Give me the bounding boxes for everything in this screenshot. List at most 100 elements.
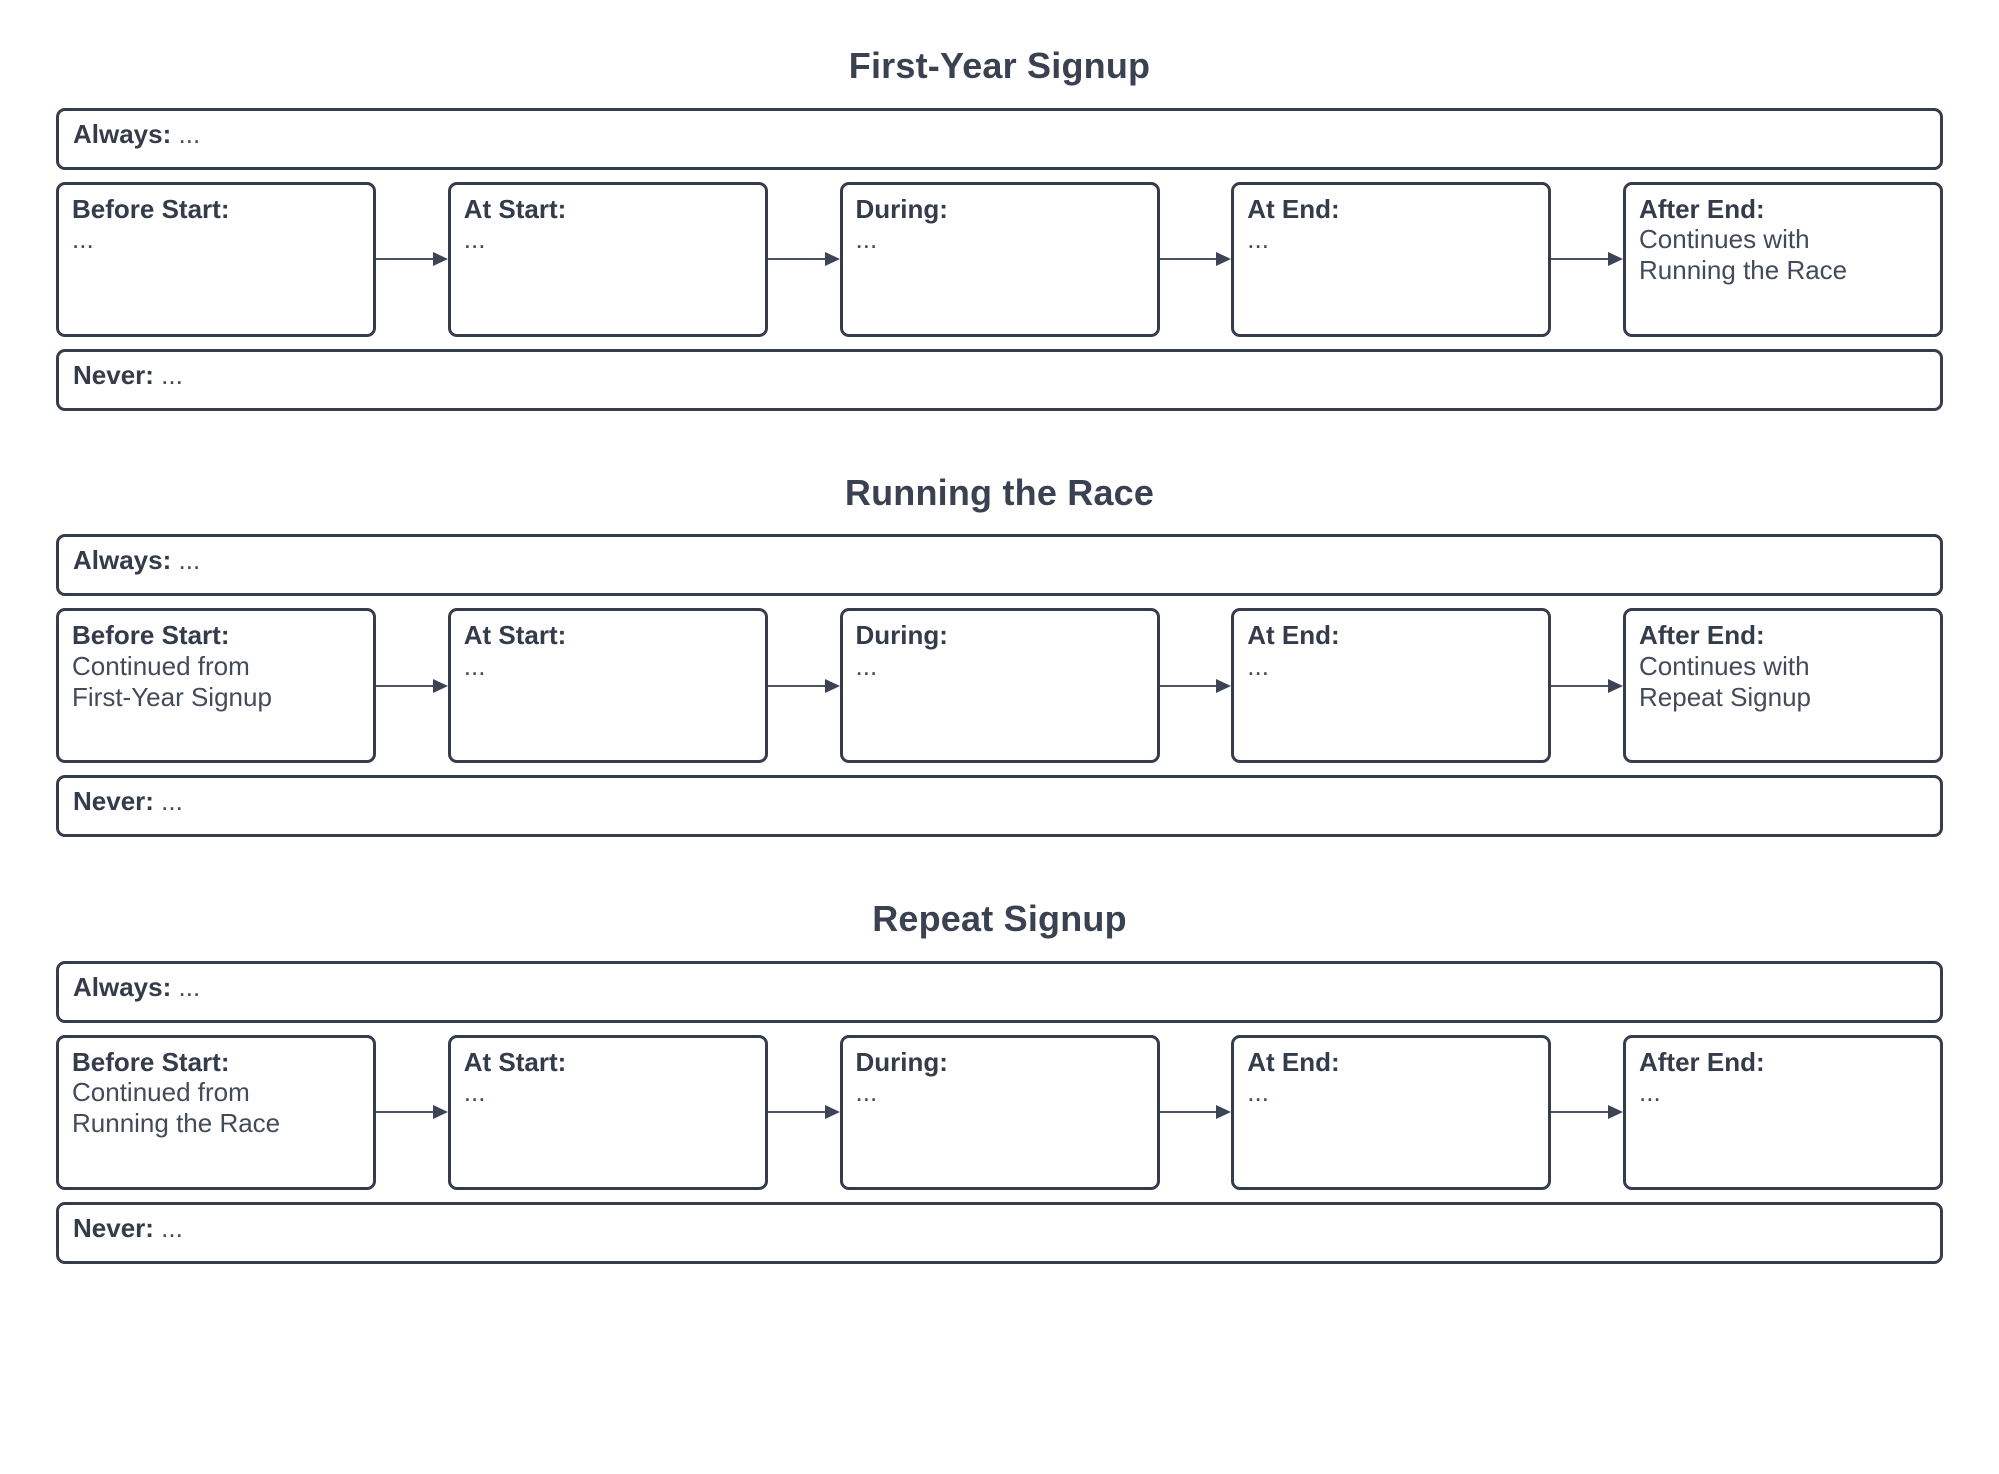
arrow-head (1216, 252, 1232, 267)
never-value: ... (161, 1212, 183, 1243)
stage-during[interactable]: During: ... (839, 1034, 1160, 1190)
arrow-head (1608, 252, 1623, 267)
stage-after-end[interactable]: After End: Continues with Running the Ra… (1623, 181, 1943, 337)
stage-value: ... (1247, 650, 1269, 681)
arrow-right-icon (376, 1105, 448, 1120)
stage-label: During: (855, 193, 948, 224)
always-label: Always: (73, 545, 172, 576)
stage-row: Before Start: ... At Start: ... During: … (56, 181, 1943, 337)
section-title: Repeat Signup (872, 898, 1127, 940)
arrow-shaft (376, 258, 439, 261)
stage-value: Continues with Repeat Signup (1639, 650, 1812, 712)
arrow-head (1216, 678, 1232, 693)
arrow-shaft (767, 684, 831, 687)
arrow-head (432, 678, 448, 693)
stage-at-start[interactable]: At Start: ... (447, 181, 768, 337)
stage-after-end[interactable]: After End: ... (1623, 1034, 1943, 1190)
stage-value: ... (1639, 1077, 1661, 1108)
stage-at-start[interactable]: At Start: ... (447, 1034, 768, 1190)
arrow-shaft (767, 1111, 831, 1114)
always-band: Always: ... (56, 534, 1943, 597)
stage-value: Continues with Running the Race (1639, 224, 1848, 285)
arrow-shaft (1159, 684, 1223, 687)
stage-value: ... (463, 650, 486, 681)
stage-label: After End: (1639, 1046, 1765, 1077)
never-label: Never: (73, 359, 154, 390)
stage-value: ... (855, 224, 878, 255)
stage-at-end[interactable]: At End: ... (1231, 608, 1552, 764)
stage-value: Continued from Running the Race (72, 1077, 281, 1139)
stage-row: Before Start: Continued from First-Year … (56, 608, 1943, 764)
stage-value: ... (463, 224, 486, 255)
section-first-year-signup: First-Year Signup Always: ... Before Sta… (0, 46, 1999, 411)
stage-value: ... (463, 1077, 486, 1108)
stage-label: Before Start: (72, 1046, 230, 1077)
never-value: ... (161, 786, 183, 817)
always-label: Always: (73, 118, 172, 149)
arrow-shaft (376, 1111, 439, 1114)
section-title: Running the Race (844, 471, 1155, 513)
never-band: Never: ... (56, 348, 1943, 411)
never-label: Never: (73, 786, 154, 817)
always-value: ... (178, 545, 201, 576)
arrow-shaft (376, 684, 439, 687)
stage-label: After End: (1639, 193, 1765, 224)
always-band: Always: ... (56, 960, 1943, 1023)
arrow-shaft (1551, 684, 1614, 687)
arrow-head (1216, 1105, 1232, 1120)
top-spacer (0, 0, 1999, 46)
arrow-head (824, 1105, 840, 1120)
never-band: Never: ... (56, 1201, 1943, 1264)
stage-before-start[interactable]: Before Start: ... (56, 181, 376, 337)
stage-label: At Start: (463, 620, 567, 651)
stage-at-start[interactable]: At Start: ... (447, 608, 768, 764)
always-band: Always: ... (56, 107, 1943, 170)
arrow-shaft (767, 258, 831, 261)
stage-label: At End: (1247, 1046, 1340, 1077)
stage-label: At End: (1247, 193, 1340, 224)
never-label: Never: (73, 1212, 154, 1243)
always-label: Always: (73, 971, 172, 1002)
arrow-head (432, 252, 448, 267)
arrow-right-icon (1551, 1105, 1623, 1120)
never-band: Never: ... (56, 775, 1943, 838)
stage-value: ... (855, 650, 878, 681)
arrow-shaft (1159, 1111, 1223, 1114)
arrow-right-icon (1551, 678, 1623, 693)
section-repeat-signup: Repeat Signup Always: ... Before Start: … (0, 899, 1999, 1264)
section-running-the-race: Running the Race Always: ... Before Star… (0, 471, 1999, 838)
never-value: ... (161, 359, 183, 390)
stage-value: Continued from First-Year Signup (72, 650, 272, 712)
arrow-right-icon (1159, 678, 1232, 693)
stage-before-start[interactable]: Before Start: Continued from First-Year … (56, 608, 376, 764)
arrow-head (432, 1105, 448, 1120)
stage-row: Before Start: Continued from Running the… (56, 1034, 1943, 1190)
stage-label: Before Start: (72, 193, 230, 224)
stage-during[interactable]: During: ... (839, 608, 1160, 764)
arrow-head (1608, 1105, 1623, 1120)
arrow-shaft (1551, 258, 1614, 261)
stage-label: After End: (1639, 620, 1765, 651)
arrow-right-icon (767, 1105, 840, 1120)
stage-at-end[interactable]: At End: ... (1231, 181, 1552, 337)
arrow-shaft (1551, 1111, 1614, 1114)
arrow-right-icon (1159, 1105, 1232, 1120)
stage-after-end[interactable]: After End: Continues with Repeat Signup (1623, 608, 1943, 764)
stage-during[interactable]: During: ... (839, 181, 1160, 337)
stage-label: Before Start: (72, 620, 230, 651)
arrow-shaft (1159, 258, 1223, 261)
stage-at-end[interactable]: At End: ... (1231, 1034, 1552, 1190)
stage-value: ... (855, 1077, 878, 1108)
stage-label: During: (855, 620, 948, 651)
stage-value: ... (72, 224, 94, 255)
stage-before-start[interactable]: Before Start: Continued from Running the… (56, 1034, 376, 1190)
arrow-head (824, 678, 840, 693)
stage-label: At Start: (463, 193, 567, 224)
always-value: ... (178, 971, 201, 1002)
section-title: First-Year Signup (848, 45, 1151, 86)
arrow-right-icon (767, 252, 840, 267)
always-value: ... (178, 118, 201, 149)
stage-value: ... (1247, 1077, 1269, 1108)
arrow-right-icon (376, 678, 448, 693)
